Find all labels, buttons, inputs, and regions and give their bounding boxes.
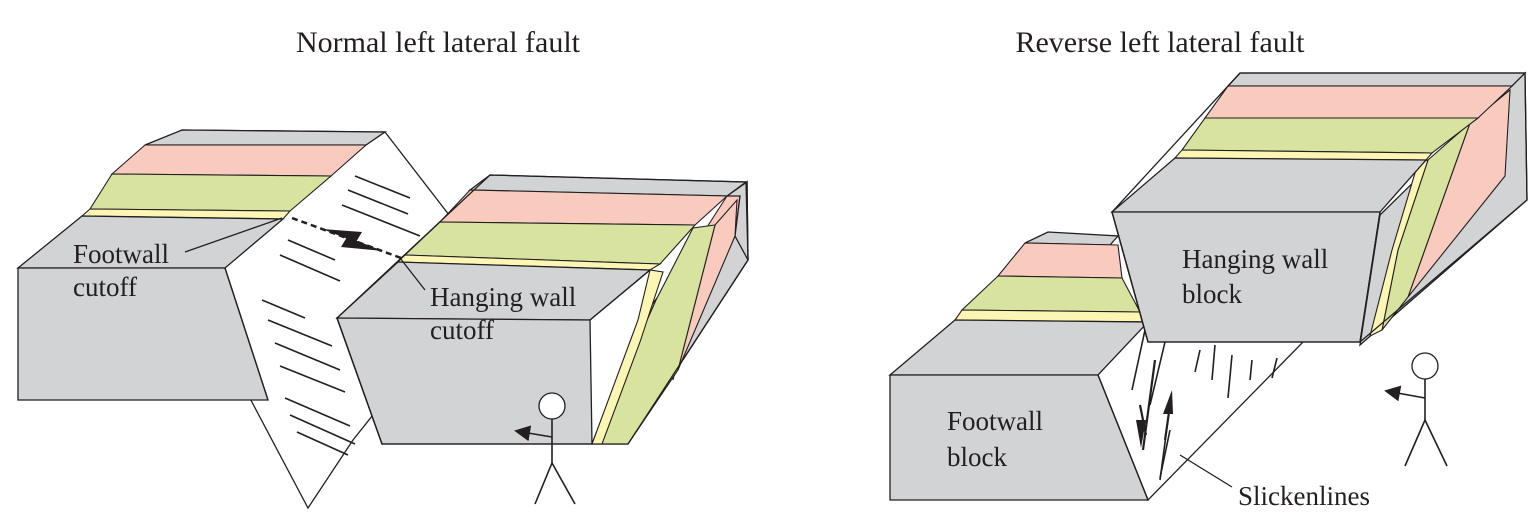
- slickenlines-leader: [1179, 454, 1233, 488]
- hanging-wall-cutoff-label-line1: Hanging wall: [430, 282, 576, 312]
- footwall-cutoff-label-line1: Footwall: [73, 239, 169, 269]
- footwall-cutoff-label-line2: cutoff: [73, 272, 137, 302]
- normal-left-lateral-fault-diagram: Normal left lateral fault: [16, 26, 749, 510]
- left-fault-slickenlines: [261, 175, 421, 456]
- left-diagram-title: Normal left lateral fault: [296, 26, 581, 59]
- hanging-wall-cutoff-label-line2: cutoff: [430, 315, 494, 345]
- hanging-wall-cutoff-leader: [399, 257, 426, 291]
- hanging-wall-block-label-line2: block: [1182, 279, 1242, 309]
- footwall-block-label-line2: block: [947, 442, 1007, 472]
- hanging-wall-block-label-line1: Hanging wall: [1182, 244, 1328, 274]
- left-observer-figure-icon: [514, 392, 576, 505]
- right-footwall-block: [888, 231, 1150, 501]
- left-footwall-block: [16, 129, 388, 401]
- reverse-left-lateral-fault-diagram: Reverse left lateral fault: [888, 26, 1528, 511]
- right-hanging-wall-block: [1110, 71, 1528, 347]
- footwall-block-label-line1: Footwall: [947, 406, 1043, 436]
- slickenlines-label: Slickenlines: [1238, 481, 1370, 511]
- right-diagram-title: Reverse left lateral fault: [1015, 26, 1305, 59]
- right-observer-figure-icon: [1384, 352, 1448, 467]
- left-hanging-wall-block: [335, 174, 749, 445]
- right-slip-arrows: [1136, 390, 1173, 479]
- left-slip-arrows: [291, 216, 413, 264]
- footwall-cutoff-leader: [184, 217, 283, 253]
